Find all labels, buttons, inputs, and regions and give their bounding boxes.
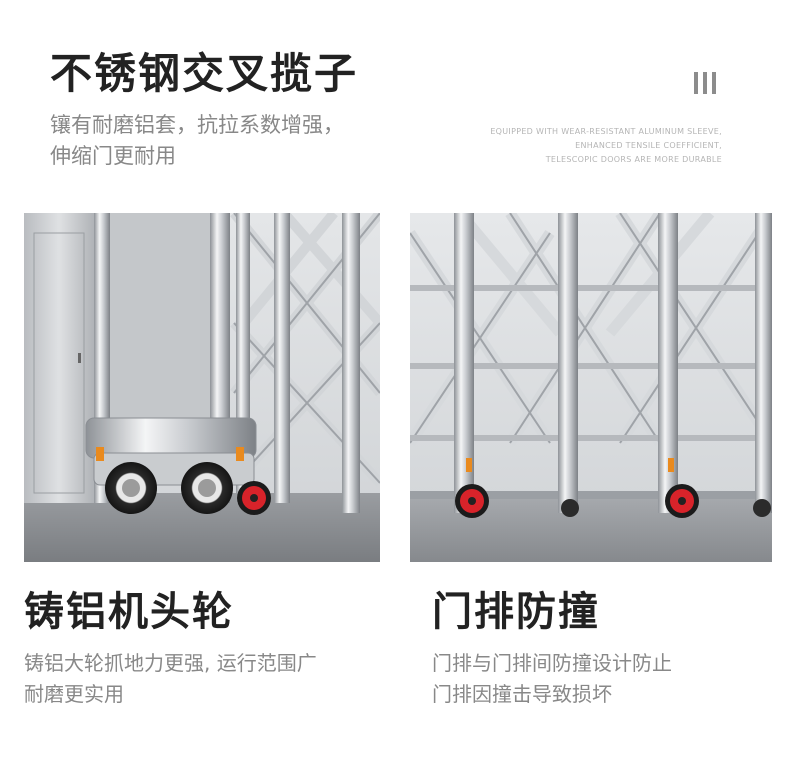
feature-desc-anti-collision: 门排与门排间防撞设计防止 门排因撞击导致损坏 <box>432 648 672 710</box>
english-line-1: EQUIPPED WITH WEAR-RESISTANT ALUMINUM SL… <box>490 127 722 136</box>
gate-head-wheels-photo <box>24 213 380 562</box>
subtitle-line-2: 伸缩门更耐用 <box>50 144 176 168</box>
gate-rows-anti-collision-photo <box>410 213 772 562</box>
subtitle-line-1: 镶有耐磨铝套，抗拉系数增强， <box>50 113 344 137</box>
feature-desc-line: 门排因撞击导致损坏 <box>432 682 612 706</box>
english-caption: EQUIPPED WITH WEAR-RESISTANT ALUMINUM SL… <box>490 125 722 167</box>
english-line-2: ENHANCED TENSILE COEFFICIENT, <box>575 141 722 150</box>
roman-three-icon <box>694 72 724 94</box>
page-subtitle: 镶有耐磨铝套，抗拉系数增强， 伸缩门更耐用 <box>50 110 344 172</box>
feature-desc-line: 耐磨更实用 <box>24 682 124 706</box>
feature-title-wheels: 铸铝机头轮 <box>24 589 234 635</box>
feature-desc-line: 铸铝大轮抓地力更强, 运行范围广 <box>24 651 317 675</box>
english-line-3: TELESCOPIC DOORS ARE MORE DURABLE <box>545 155 722 164</box>
feature-desc-wheels: 铸铝大轮抓地力更强, 运行范围广 耐磨更实用 <box>24 648 317 710</box>
page-title: 不锈钢交叉揽子 <box>50 49 359 98</box>
feature-desc-line: 门排与门排间防撞设计防止 <box>432 651 672 675</box>
feature-title-anti-collision: 门排防撞 <box>432 589 600 635</box>
